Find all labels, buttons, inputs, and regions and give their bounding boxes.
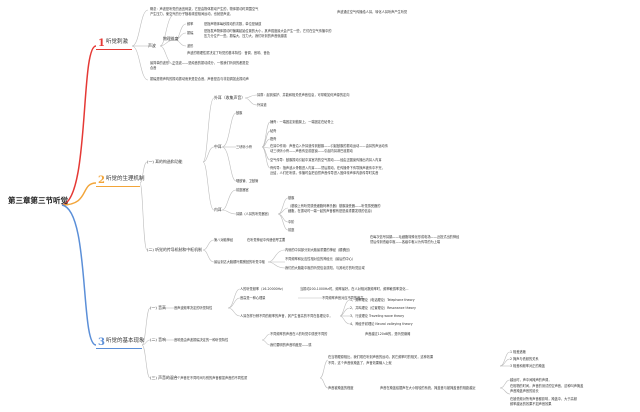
node-freq-desc[interactable]: 是指声物体每秒振动的次数，单位是赫兹 <box>204 22 262 26</box>
node-mask-c2[interactable]: 越远时，声中间掩声的声调， <box>510 378 552 382</box>
node-mask-r2[interactable]: 2 掩声与低频的关系 <box>510 357 539 361</box>
central-topic[interactable]: 第三章第三节听觉 <box>8 196 68 205</box>
node-pitch-a[interactable]: 人的听觉频率（16-20000Hz） <box>240 287 285 291</box>
node-theory-4[interactable]: 4、神经齐射理论 Neural volleying theory <box>350 322 413 326</box>
node-physical[interactable]: 物理维度 <box>163 36 179 41</box>
node-noise[interactable]: 振幅是物声构的振动振动而来是复合音，声音是否与非如调如此振动声 <box>150 77 249 81</box>
node-mask-a2[interactable]: 不同，这个声音就掩盖了，声音效果输入上就 <box>328 361 392 365</box>
node-amp[interactable]: 振幅 <box>187 31 194 35</box>
branch-1-underline <box>96 49 132 50</box>
node-cortex-a[interactable]: 内侧的中耳部分到大脑最重要的神经（颞横回） <box>285 248 352 252</box>
node-concept-1[interactable]: 概念：声波是听觉的适宜刺激，它是由物体振动产生的，物体振动时周围空气 <box>150 7 259 11</box>
node-coch-4[interactable]: 中阶 <box>288 220 295 224</box>
node-cortex[interactable]: 最后到达大脑颞叶颞横回的听觉中枢 <box>214 260 265 264</box>
node-oss-6[interactable]: 空气传导：鼓膜振动引起中耳室内的空气振动——经由正圆窗传播出内耳入内耳 <box>270 158 382 162</box>
node-mask-def[interactable]: 一个声音在不同时间与别的声音都混声音的不同性质 <box>174 376 248 380</box>
node-mask-c[interactable]: 声音在掩盖给据声在大小相较的系统，掩盖音与被掩盖音的相距越近 <box>380 386 476 390</box>
node-coch-3[interactable]: 细胞，在振动时一端一起的声音都有是是最重要发现的信息） <box>288 209 375 213</box>
branch-connector-3 <box>61 204 97 346</box>
node-coch-5[interactable]: 前庭 <box>288 228 295 232</box>
node-outer-ear[interactable]: 外耳（收集声音） <box>214 95 246 100</box>
node-theory-2[interactable]: 2、共鸣理论（位置理论）Resonance theory <box>350 306 416 310</box>
node-nerve-a[interactable]: 在听觉神经中传递信号主要 <box>247 238 286 242</box>
node-outer-a[interactable]: 耳廓：起到保护、并能和相关低声音信息，可帮助如何声源的定向 <box>257 93 350 97</box>
node-cortex-c[interactable]: 我们的大脑能中枢的听觉信息感知，与其地方的听觉区域 <box>285 266 365 270</box>
node-mask-b[interactable]: 声音被掩盖的程度 <box>328 386 354 390</box>
node-oss-1[interactable]: 锤骨：一端固定到鼓膜上，一端固定在砧骨上 <box>270 120 334 124</box>
branch-connector-2 <box>61 182 97 206</box>
node-cochlea[interactable]: 耳蜗（人耳的听觉器官） <box>236 212 272 216</box>
node-concept-note[interactable]: 声波通过空气传播给人耳，转化人耳听声产生听觉 <box>337 10 408 14</box>
node-conduction[interactable]: (二) 听觉的传导机制和中枢机制 <box>147 247 202 252</box>
branch-3-number: 3 <box>98 337 105 348</box>
node-loud-a[interactable]: 不同频率的声音在人的听觉中感受不同的 <box>270 332 328 336</box>
node-inner-ear[interactable]: 内耳 <box>214 207 222 212</box>
node-coch-2[interactable]: （基膜上有听觉感受细胞柯蒂氏器）基膜接受器——听觉感受器的 <box>288 204 381 208</box>
branch-3-underline <box>96 348 142 349</box>
node-eustachian[interactable]: 咽鼓管、卫鼓管 <box>236 179 259 183</box>
node-ossicles[interactable]: 三块听小骨 <box>236 145 252 149</box>
branch-connector-1 <box>61 45 97 206</box>
node-mask-d2[interactable]: 声音掩盖声音的延长 <box>510 389 539 393</box>
node-cortex-b[interactable]: 不同频率和反应性相对应的神经元（最后的中心） <box>285 257 356 261</box>
node-loud-b[interactable]: 我们要明的声音响度是——感 <box>270 343 312 347</box>
tree-lines <box>131 9 511 395</box>
node-pitch-c[interactable]: 人耳怎样分辨不同的频率的声音，其产生音高的不同在各理论中， <box>240 314 333 318</box>
node-mask-r3[interactable]: 3 相差和频率对正的掩盖 <box>510 364 545 368</box>
node-amp-desc-2[interactable]: 压力分位产一些。振幅大，压力大，我们听到的声音就越强 <box>204 34 287 38</box>
node-oss-3[interactable]: 镫骨 <box>270 137 277 141</box>
node-mask-d1[interactable]: 在相物的时间，声音的测试的空声音，这种叫声掩盖 <box>510 384 584 388</box>
node-loud-a2[interactable]: 声音越过120dB的，是听觉痛阈 <box>365 332 411 336</box>
node-ear-structure[interactable]: (一) 耳的构造和功能 <box>147 159 183 164</box>
node-theory-3[interactable]: 3、行波理论 Traveling wave theory <box>350 314 405 318</box>
node-oss-4[interactable]: 在耳中作用：声音沿入外耳道传到鼓膜——引起鼓膜的振动运动——由耳的声运动传 <box>270 144 388 148</box>
node-waveform[interactable]: 波形 <box>187 44 194 48</box>
node-nerve-c[interactable]: 然后传到低级中枢——各级中枢以为传导的为上端 <box>370 240 441 244</box>
node-pitch[interactable]: (一) 音高 <box>150 305 166 310</box>
node-simple-2[interactable]: 合音 <box>150 66 157 70</box>
node-loudness[interactable]: (二) 音响 <box>150 337 166 342</box>
node-vestibular[interactable]: 前庭器官 <box>236 188 249 192</box>
node-nerve[interactable]: 第八对脑神经 <box>214 238 234 242</box>
node-pitch-b[interactable]: 音高是一种心理量 <box>240 296 266 300</box>
node-simple-1[interactable]: 最简单的波形：正弦波——是纯音的振动成分，一般我们听到的都是复 <box>150 61 249 65</box>
node-mask-r1[interactable]: 1 相差遮蔽 <box>510 350 526 354</box>
node-mask-e1[interactable]: 在被低频对所有声音都影响，掩盖中，大于高频 <box>510 397 577 401</box>
node-middle-ear[interactable]: 中耳 <box>214 144 222 149</box>
node-waveform-desc[interactable]: 声波的物理性质决定了听觉的基本特性：音调、音响、音色 <box>187 51 270 55</box>
node-oss-2[interactable]: 砧骨 <box>270 129 277 133</box>
node-theory-1[interactable]: 1、频率理论（电话理论）Telephone theory <box>350 298 415 302</box>
node-pitch-b2[interactable]: 不同频率声音对应不同的音高 <box>322 296 364 300</box>
branch-1-number: 1 <box>98 38 105 49</box>
node-outer-b[interactable]: 外耳道 <box>257 103 267 107</box>
node-nerve-b[interactable]: 在每次信号耳蜗——毛细胞特殊化形成电场——近投式出的神经 <box>370 235 460 239</box>
node-freq[interactable]: 频率 <box>187 22 194 26</box>
node-sound[interactable]: 声波 <box>148 43 156 48</box>
branch-2-title[interactable]: 听觉的生理机制 <box>106 176 145 182</box>
node-oss-5[interactable]: 动三块听小骨——声音传至前庭窗——引起内耳淋巴液振动 <box>270 149 353 153</box>
node-pitch-def[interactable]: 音声波频率决定的听觉特性 <box>174 306 213 310</box>
node-pitch-a2[interactable]: 当振动200-1000Hz时，频率最好。在人对相对数频率时，频率敏感率变化... <box>300 287 409 291</box>
branch-2-number: 2 <box>98 175 105 186</box>
branch-2-underline <box>96 186 140 187</box>
node-amp-desc-1[interactable]: 是指发声物体振动时偏离起始位置的大小，其声强度最大会产生一些，它们在空气传播中的 <box>204 29 332 33</box>
branch-3-title[interactable]: 听觉的基本现象 <box>106 338 145 344</box>
node-masking[interactable]: (三) 声音的混合 <box>150 375 178 380</box>
node-oss-8[interactable]: 近结，人们在听感，传播时会把自然声音传导进入固体传声体内部传导时实音 <box>270 171 379 175</box>
node-oss-7[interactable]: 骨传导：指声波从骨骼进入内耳——然后振动，在传播骨下传导换声被传中不完， <box>270 166 385 170</box>
node-mask-e2[interactable]: 频率越远的效果不如声音效果 <box>510 402 552 406</box>
branch-1-title[interactable]: 听觉刺激 <box>106 39 129 45</box>
node-mask-a1[interactable]: 在当物理原相比，我们现在听到声音的运动，其它频率时的相关，这种效果 <box>328 355 434 359</box>
node-eardrum[interactable]: 鼓膜 <box>236 111 243 115</box>
node-coch-1[interactable]: 基膜 <box>288 196 295 200</box>
node-loud-def[interactable]: 音响是由声波振幅决定的一种听觉特性 <box>174 338 229 342</box>
node-concept-2[interactable]: 产生压力，使空气的分子随着疏密相间运动，也就是声波。 <box>150 12 233 16</box>
